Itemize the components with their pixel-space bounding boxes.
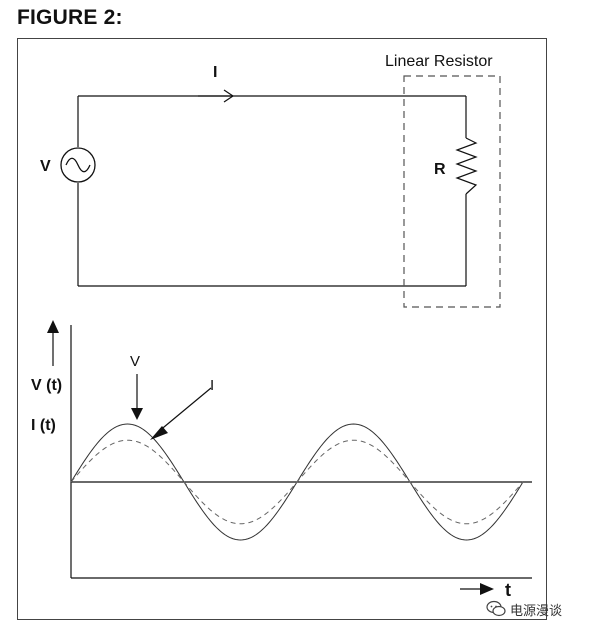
- source-label: V: [40, 158, 51, 175]
- y-axis-label-voltage: V (t): [31, 377, 62, 394]
- current-pointer-label: I: [210, 377, 214, 394]
- current-waveform: [70, 439, 524, 525]
- current-label: I: [213, 64, 217, 81]
- resistor-label: R: [434, 161, 446, 178]
- ac-source-icon: [60, 147, 96, 183]
- linear-resistor-label: Linear Resistor: [385, 53, 493, 70]
- circuit: [77, 95, 467, 287]
- figure-frame: [17, 38, 547, 620]
- y-axis-arrow-icon: [47, 320, 59, 366]
- y-axis-label-current: I (t): [31, 417, 56, 434]
- resistor-icon: [455, 137, 478, 195]
- voltage-pointer-icon: [131, 374, 143, 420]
- linear-resistor-box: [403, 75, 501, 308]
- current-pointer-icon: [150, 387, 212, 440]
- watermark-text: 电源漫谈: [510, 603, 563, 619]
- voltage-pointer-label: V: [130, 353, 140, 370]
- watermark: 电源漫谈: [486, 598, 562, 620]
- chat-bubble-icon: [486, 600, 506, 617]
- t-axis-arrow-icon: [460, 583, 494, 595]
- current-arrow-icon: [198, 89, 235, 103]
- t-axis-label: t: [505, 580, 511, 600]
- figure-title: FIGURE 2:: [17, 6, 123, 29]
